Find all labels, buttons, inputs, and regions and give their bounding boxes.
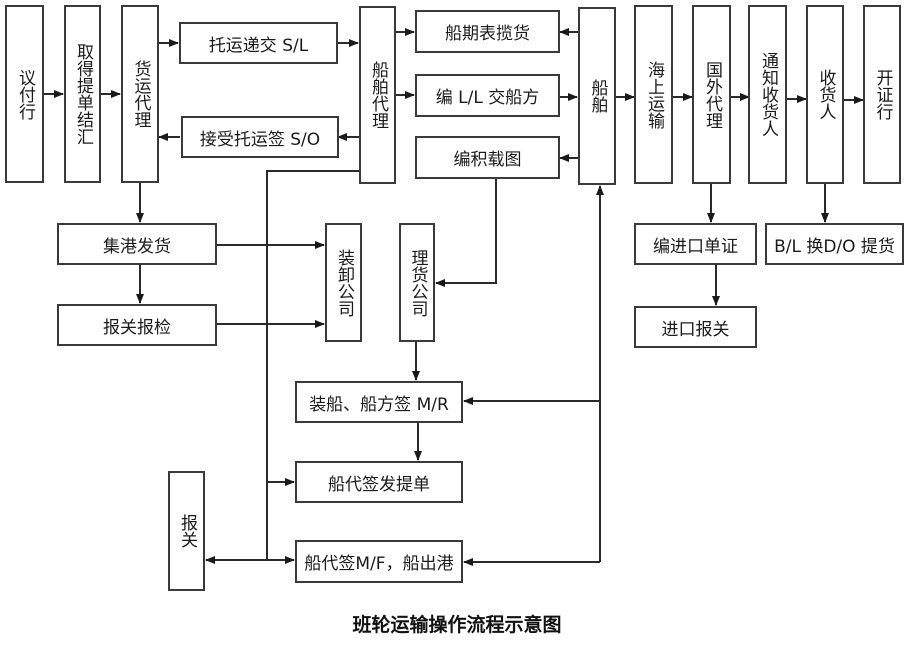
node-stowage-plan: 编积载图 — [415, 136, 560, 179]
node-obtain-bl-settle: 取得提单结汇 — [64, 5, 101, 183]
node-label: 进口报关 — [661, 319, 730, 340]
node-ship-agent: 船舶代理 — [359, 6, 396, 184]
node-submit-sl: 托运递交 S/L — [179, 22, 338, 64]
node-consignee: 收货人 — [806, 5, 844, 184]
node-label: 编进口单证 — [653, 236, 738, 257]
node-label: 海上运输 — [644, 60, 664, 129]
node-label: 船舶 — [587, 79, 608, 113]
node-label: 报关 — [177, 514, 197, 548]
node-label: 收货人 — [815, 69, 836, 120]
node-bank-negotiation: 议付行 — [5, 5, 44, 183]
node-label: 开证行 — [872, 69, 893, 120]
node-label: 集港发货 — [103, 236, 171, 257]
node-issue-bl: 船代签发提单 — [295, 461, 463, 503]
node-freight-forwarder: 货运代理 — [121, 5, 159, 183]
node-label: 船舶代理 — [368, 61, 388, 129]
node-customs: 报关 — [168, 471, 205, 591]
node-label: 国外代理 — [702, 60, 722, 129]
node-foreign-agent: 国外代理 — [692, 5, 731, 184]
node-label: B/L 换D/O 提货 — [774, 236, 895, 257]
node-compile-ll: 编 L/L 交船方 — [415, 74, 560, 117]
node-ocean-transport: 海上运输 — [634, 5, 673, 184]
node-label: 船代签发提单 — [328, 474, 430, 495]
edge-shipagent-bus — [266, 170, 359, 560]
node-sign-mf-depart: 船代签M/F，船出港 — [295, 540, 463, 583]
node-import-customs: 进口报关 — [634, 306, 757, 348]
node-tally-company: 理货公司 — [399, 223, 435, 342]
node-label: 编 L/L 交船方 — [435, 88, 540, 108]
node-receive-so: 接受托运签 S/O — [181, 116, 339, 158]
diagram-title: 班轮运输操作流程示意图 — [352, 614, 562, 636]
node-loading-mr: 装船、船方签 M/R — [295, 381, 463, 423]
node-label: 接受托运签 S/O — [199, 129, 321, 150]
node-label: 托运递交 S/L — [208, 35, 309, 56]
node-label: 编积载图 — [453, 150, 522, 170]
node-customs-inspection: 报关报检 — [57, 304, 217, 346]
node-issuing-bank: 开证行 — [863, 5, 901, 184]
node-sailing-schedule: 船期表揽货 — [415, 10, 560, 53]
node-label: 装卸公司 — [334, 248, 354, 317]
node-label: 通知收货人 — [758, 52, 778, 137]
node-exchange-bl-do: B/L 换D/O 提货 — [765, 223, 904, 265]
node-port-delivery: 集港发货 — [57, 223, 217, 265]
node-label: 取得提单结汇 — [73, 43, 93, 145]
node-label: 船期表揽货 — [445, 24, 530, 44]
node-label: 报关报检 — [103, 317, 171, 338]
node-label: 装船、船方签 M/R — [309, 394, 449, 415]
node-notify-consignee: 通知收货人 — [748, 5, 787, 184]
node-stevedore-company: 装卸公司 — [325, 223, 362, 342]
node-label: 议付行 — [15, 68, 35, 120]
node-vessel: 船舶 — [578, 7, 616, 185]
node-label: 船代签M/F，船出港 — [304, 554, 454, 574]
node-label: 理货公司 — [407, 248, 428, 317]
edge-stowage-to-tally — [435, 178, 497, 287]
node-label: 货运代理 — [130, 60, 151, 128]
node-import-docs: 编进口单证 — [634, 223, 757, 265]
